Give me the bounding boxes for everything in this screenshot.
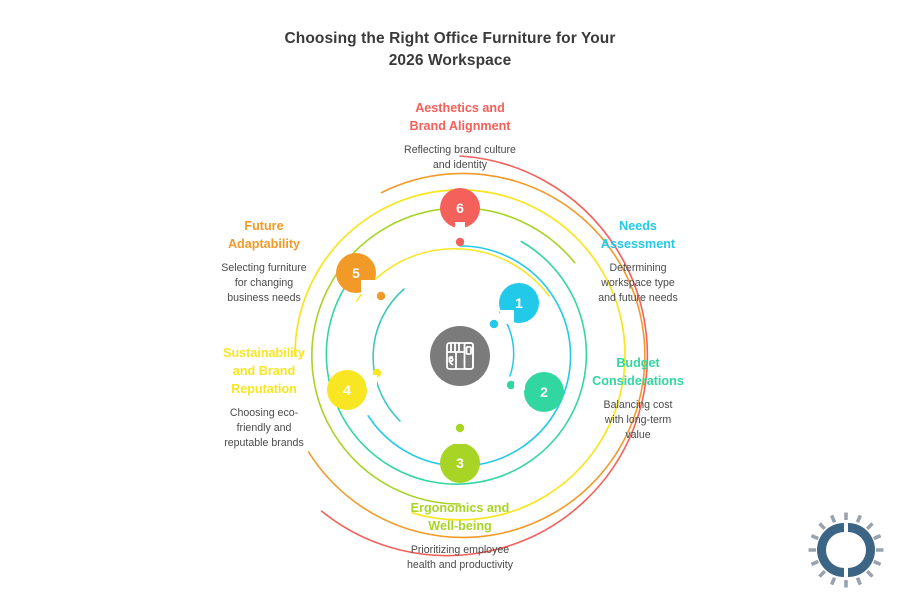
step-desc-5-line-2: for changing: [234, 276, 294, 289]
step-desc-5-line-1: Selecting furniture: [221, 261, 307, 274]
step-label-sustainability-and-brand-reputation: Sustainability and Brand Reputation Choo…: [200, 345, 328, 451]
center-hub: [430, 326, 490, 386]
step-badge-2[interactable]: 2: [514, 372, 564, 412]
step-desc-4-line-3: reputable brands: [224, 436, 304, 449]
logo-ring-right-half: [848, 523, 875, 577]
step-heading-1-line-1: Needs: [619, 219, 657, 233]
step-heading-4: Sustainability and Brand Reputation: [200, 345, 328, 399]
arc-inner-teal: [372, 288, 405, 422]
step-label-aesthetics-and-brand-alignment: Aesthetics and Brand Alignment Reflectin…: [380, 100, 540, 173]
split-ring-logo: [808, 512, 884, 588]
step-desc-6-line-1: Reflecting brand culture: [404, 143, 516, 156]
step-heading-6-line-2: Brand Alignment: [409, 118, 511, 133]
page-title-line-2: 2026 Workspace: [388, 52, 512, 69]
step-heading-4-line-2: and Brand: [232, 363, 296, 378]
step-heading-1: Needs Assessment: [578, 218, 698, 254]
step-heading-5-line-1: Future: [244, 219, 284, 233]
step-desc-1-line-3: and future needs: [598, 291, 678, 304]
step-heading-3-line-1: Ergonomics and: [410, 501, 510, 515]
step-heading-5: Future Adaptability: [200, 218, 328, 254]
arc-dot-step-3: [455, 423, 465, 433]
step-desc-6: Reflecting brand culture and identity: [380, 143, 540, 173]
arc-dot-step-6: [455, 237, 465, 247]
step-badge-4[interactable]: 4: [327, 370, 377, 410]
step-desc-1-line-1: Determining: [609, 261, 667, 274]
office-floorplan-icon: [446, 342, 474, 370]
step-badge-1[interactable]: 1: [499, 283, 539, 324]
step-label-needs-assessment: Needs Assessment Determining workspace t…: [578, 218, 698, 306]
step-desc-5-line-3: business needs: [227, 291, 301, 304]
step-heading-3: Ergonomics and Well-being: [380, 500, 540, 536]
step-heading-6: Aesthetics and Brand Alignment: [380, 100, 540, 136]
arc-dot-step-1: [489, 319, 499, 329]
step-desc-1: Determining workspace type and future ne…: [578, 261, 698, 306]
page-title: Choosing the Right Office Furniture for …: [250, 28, 650, 72]
step-desc-1-line-2: workspace type: [601, 276, 675, 289]
arc-dot-step-5: [376, 291, 386, 301]
step-label-ergonomics-and-well-being: Ergonomics and Well-being Prioritizing e…: [380, 500, 540, 573]
step-label-future-adaptability: Future Adaptability Selecting furniture …: [200, 218, 328, 306]
step-heading-4-line-1: Sustainability: [223, 346, 305, 360]
step-desc-3-line-2: health and productivity: [406, 558, 513, 571]
step-desc-4: Choosing eco- friendly and reputable bra…: [200, 406, 328, 451]
step-desc-2: Balancing cost with long-term value: [578, 398, 698, 443]
step-desc-2-line-3: value: [625, 428, 651, 441]
page-title-line-1: Choosing the Right Office Furniture for …: [284, 30, 616, 47]
step-desc-2-line-1: Balancing cost: [603, 398, 673, 411]
step-heading-2-line-2: Considerations: [592, 373, 684, 388]
step-badge-6[interactable]: 6: [440, 188, 480, 233]
logo-ring-left-half: [817, 523, 844, 577]
step-label-budget-considerations: Budget Considerations Balancing cost wit…: [578, 355, 698, 443]
step-heading-2-line-1: Budget: [616, 356, 660, 370]
step-desc-5: Selecting furniture for changing busines…: [200, 261, 328, 306]
step-badge-5[interactable]: 5: [336, 253, 376, 294]
step-heading-5-line-2: Adaptability: [227, 236, 301, 251]
step-heading-6-line-1: Aesthetics and: [415, 101, 505, 115]
step-heading-4-line-3: Reputation: [231, 381, 297, 396]
step-desc-3: Prioritizing employee health and product…: [380, 543, 540, 573]
step-desc-4-line-1: Choosing eco-: [229, 406, 299, 419]
step-desc-2-line-2: with long-term: [604, 413, 672, 426]
logo-dash-ring: [808, 512, 884, 588]
step-heading-1-line-2: Assessment: [600, 236, 676, 251]
step-heading-3-line-2: Well-being: [428, 518, 492, 533]
step-desc-6-line-2: and identity: [432, 158, 488, 171]
step-heading-2: Budget Considerations: [578, 355, 698, 391]
step-desc-3-line-1: Prioritizing employee: [410, 543, 510, 556]
step-badge-3[interactable]: 3: [440, 433, 480, 483]
step-desc-4-line-2: friendly and: [236, 421, 292, 434]
